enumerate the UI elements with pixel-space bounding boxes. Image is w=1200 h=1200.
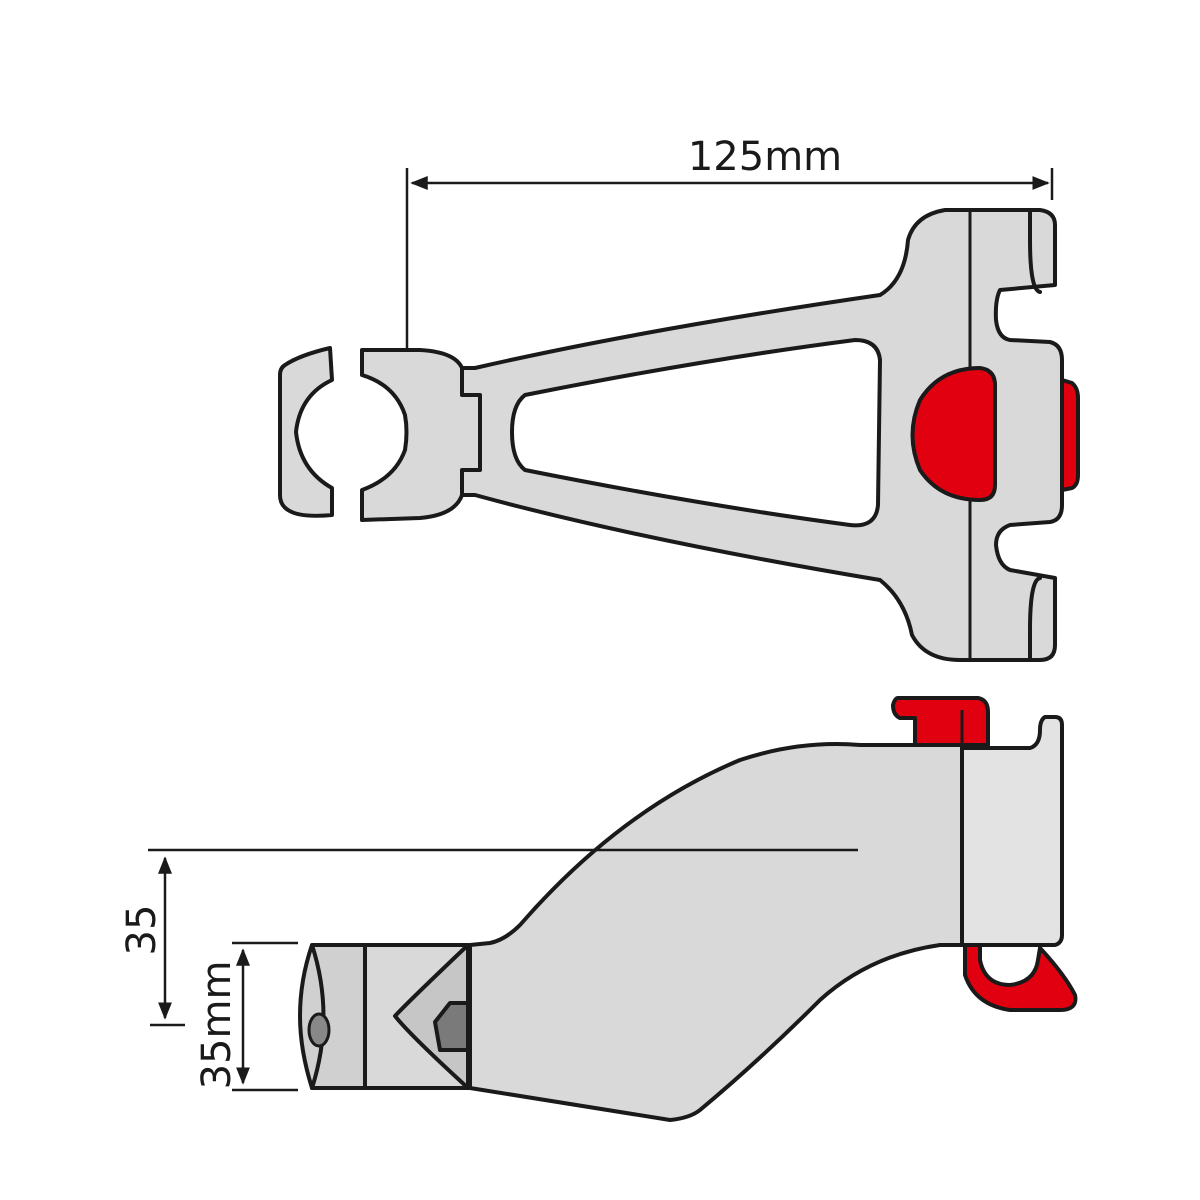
clamp-label: 35mm <box>194 961 240 1090</box>
top-clip <box>891 696 990 747</box>
side-body <box>468 742 964 1122</box>
side-head <box>960 715 1064 947</box>
top-slot <box>1028 210 1042 294</box>
offset-label: 35 <box>119 905 165 956</box>
bottom-slot <box>1028 576 1042 660</box>
red-tab <box>1060 378 1080 492</box>
notch-top <box>460 366 482 497</box>
clamp-wedge <box>393 943 470 1090</box>
bottom-hook <box>963 943 1078 1012</box>
release-button <box>910 366 997 502</box>
clamp-screw-icon <box>307 1012 331 1048</box>
width-label: 125mm <box>688 134 842 180</box>
arm-cutout <box>510 338 882 528</box>
side-view: 35 35mm <box>119 696 1078 1122</box>
clamp-left-half <box>278 346 334 518</box>
clamp-cap <box>298 943 367 1090</box>
wedge-nut <box>433 1001 470 1052</box>
top-view: 125mm <box>278 134 1080 662</box>
